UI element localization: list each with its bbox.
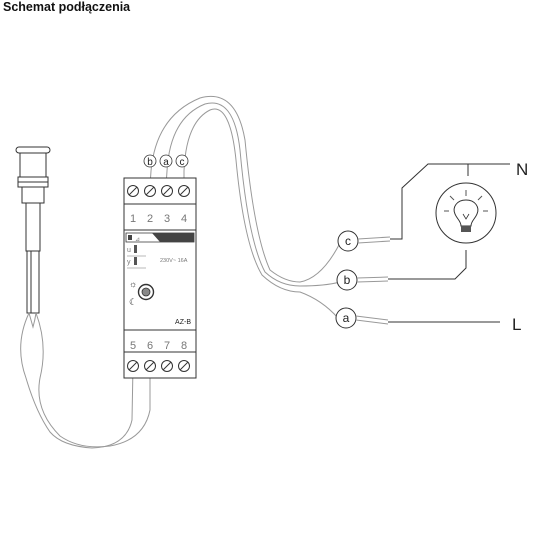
wire-marker-c: c [345,234,351,248]
sun-icon: ☼ [129,279,137,289]
wire-marker-a-circle [335,307,357,329]
bulb-rays [444,190,488,212]
cable-leads [355,236,391,325]
sensor-wire-2 [35,312,151,448]
terminal-number-2: 2 [147,213,153,225]
wire-letter-c-circle [175,154,189,168]
terminal-number-3: 3 [164,213,170,225]
terminal-number-4: 4 [181,213,187,225]
terminal-number-6: 6 [147,340,153,352]
led-y-indicator [134,257,137,265]
wire-markers: c b a [335,230,359,329]
top-wire-letters: b a c [143,154,189,168]
wire-letter-a-circle [159,154,173,168]
wire-letter-c: c [180,157,185,168]
sensor-nut [17,176,49,183]
sensor-body [21,186,45,204]
sensor-head [19,152,47,178]
neutral-line [390,163,510,240]
bottom-terminal-screws [127,360,190,372]
lamp-switched-line [388,250,467,280]
neutral-label: N [516,160,528,179]
wire-marker-b: b [344,273,351,287]
wire-marker-b-circle [336,269,358,291]
sensor-nut-2 [17,181,49,188]
wire-letter-a: a [163,157,169,168]
terminal-number-7: 7 [164,340,170,352]
az-b-device: 1 2 3 4 ⊿ u y 230V~ 16A ☼ ☾ A [123,177,197,379]
device-model: AZ-B [175,319,191,326]
led-y-label: y [127,259,131,266]
terminal-number-1: 1 [130,213,136,225]
light-sensor [15,146,51,314]
wire-marker-a: a [343,311,350,325]
sensor-tube [25,202,41,252]
top-wires [149,96,341,319]
sensor-wire-1 [20,312,134,449]
wire-marker-c-circle [337,230,359,252]
sensitivity-knob-center [141,287,151,297]
light-bulb-icon [435,182,497,244]
top-terminal-screws [127,185,190,197]
wire-letter-b-circle [143,154,157,168]
wire-terminal-2 [149,96,341,283]
sensor-cable [26,250,40,314]
wire-terminal-4 [183,108,339,319]
sensor-wires [20,312,151,449]
device-logo-mark: ⊿ [135,237,140,243]
device-label-strip: ⊿ [125,232,195,243]
wire-terminal-3 [165,102,341,287]
moon-icon: ☾ [129,297,137,307]
terminal-number-5: 5 [130,340,136,352]
led-u-label: u [127,247,131,254]
diagram-title: Schemat podłączenia [3,0,131,14]
wire-letter-b: b [147,157,153,168]
device-rating: 230V~ 16A [160,258,188,264]
mains-wiring [388,163,510,323]
bulb-base [461,226,471,232]
terminal-number-8: 8 [181,340,187,352]
sensor-wire-split [28,312,37,329]
live-label: L [512,315,521,334]
led-u-indicator [134,245,137,253]
sensor-cap [15,146,51,154]
